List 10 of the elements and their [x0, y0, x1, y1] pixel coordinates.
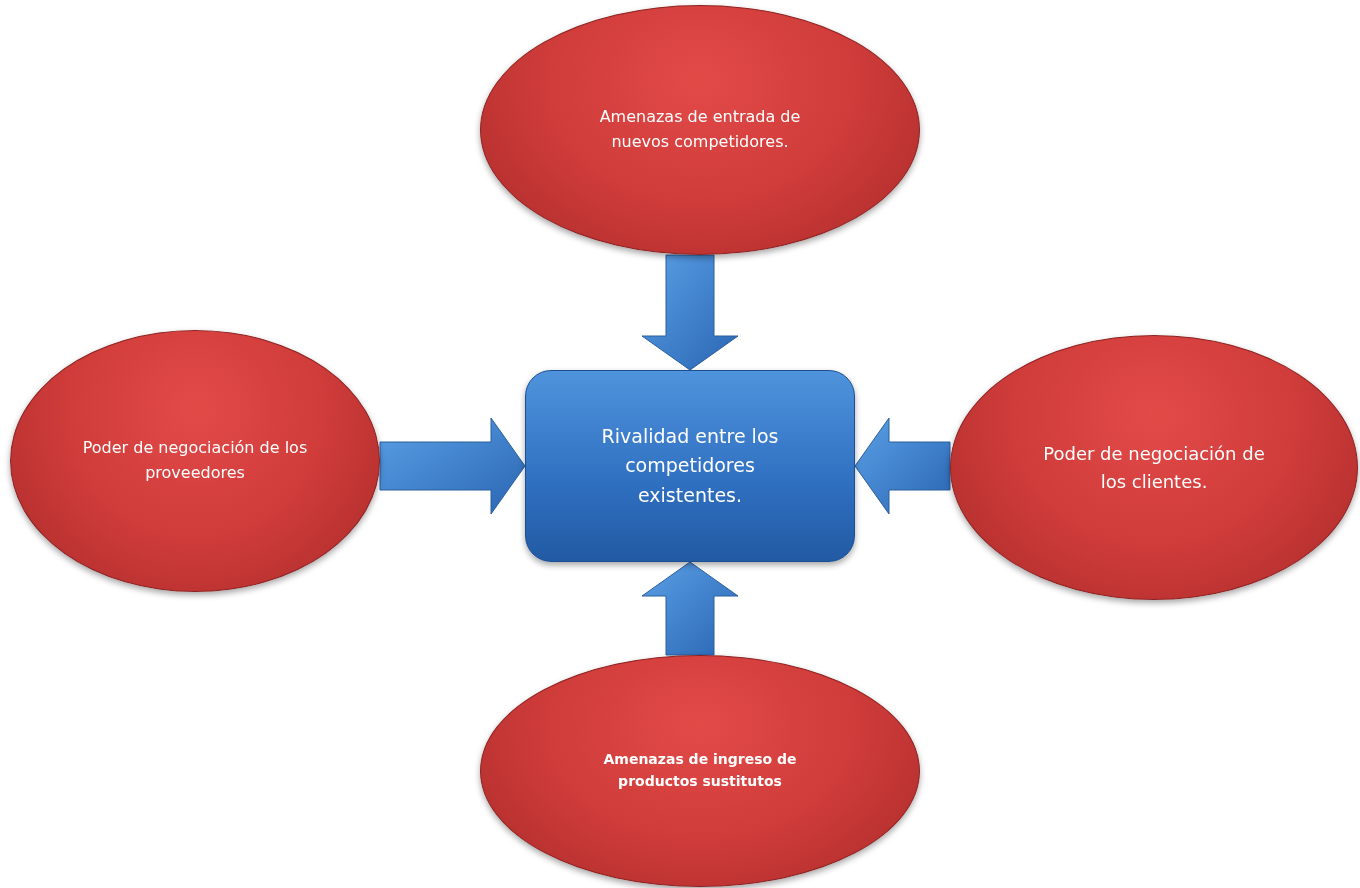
block-arrow: [641, 254, 739, 371]
block-arrow: [379, 417, 526, 515]
block-arrow: [854, 417, 951, 515]
node-label: Poder de negociación de los proveedores: [81, 437, 309, 484]
rounded-box: [525, 370, 855, 562]
node-label: Poder de negociación de los clientes.: [1042, 441, 1266, 494]
node-label: Rivalidad entre los competidores existentes.: [600, 423, 780, 508]
node-label: Amenazas de entrada de nuevos competidores.: [598, 106, 802, 153]
block-arrow: [641, 561, 739, 656]
node-label: Amenazas de ingreso de productos sustitutos: [602, 750, 798, 791]
